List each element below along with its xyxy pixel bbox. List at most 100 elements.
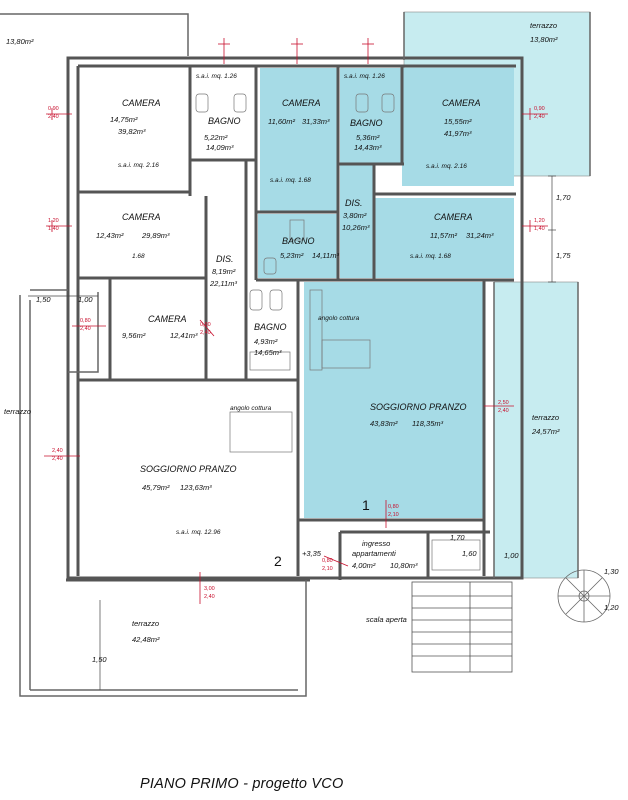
dim-150b: 1,50	[92, 655, 107, 664]
camera-e-sai: s.a.i. mq. 2.16	[426, 163, 467, 170]
room-soggiorno-b	[304, 282, 484, 518]
room-camera-e	[402, 68, 514, 186]
soggiorno-b-cottura: angolo cottura	[318, 315, 360, 322]
dim-100b: 1,00	[504, 551, 519, 560]
bagno-d-area: 5,23m²	[280, 251, 304, 260]
soggiorno-a-sai: s.a.i. mq. 12.96	[176, 529, 221, 536]
win-9a: 0,80	[388, 504, 399, 510]
terrazzo-b-area: 42,48m²	[132, 635, 160, 644]
camera-a-name: CAMERA	[122, 98, 161, 108]
terrazzo-tr-area: 13,80m²	[530, 35, 558, 44]
soggiorno-b-area: 43,83m²	[370, 419, 398, 428]
bagno-a-name: BAGNO	[208, 116, 241, 126]
win-6b: 2,40	[534, 114, 545, 120]
win-10a: 0,80	[322, 558, 333, 564]
camera-c-area: 9,56m²	[122, 331, 146, 340]
camera-e-area: 15,55m²	[444, 117, 472, 126]
terrace-right	[493, 281, 579, 579]
dis-b-name: DIS.	[345, 198, 363, 208]
camera-b-area: 12,43m²	[96, 231, 124, 240]
dis-a-area: 8,19m²	[212, 267, 236, 276]
terrazzo-r-area: 24,57m²	[531, 427, 560, 436]
stair-aperta	[411, 581, 513, 673]
win-8a: 2,50	[498, 400, 509, 406]
camera-d-name: CAMERA	[282, 98, 321, 108]
camera-d-sai: s.a.i. mq. 1.68	[270, 177, 311, 184]
dim-120: 1,20	[604, 603, 619, 612]
camera-e-volume: 41,97m³	[444, 129, 472, 138]
room-dis-b	[340, 164, 374, 278]
camera-a-volume: 39,82m³	[118, 127, 146, 136]
dim-170b: 1,70	[450, 533, 465, 542]
bagno-c-sai: s.a.i. mq. 1.26	[344, 73, 385, 80]
soggiorno-a-area: 45,79m²	[142, 483, 170, 492]
terrazzo-r-name: terrazzo	[532, 413, 559, 422]
soggiorno-a-name: SOGGIORNO PRANZO	[140, 464, 237, 474]
dimension-lines	[28, 175, 556, 690]
camera-d-volume: 31,33m³	[302, 117, 330, 126]
room-camera-f	[374, 198, 514, 278]
bagno-a-area: 5,22m²	[204, 133, 228, 142]
bagno-a-volume: 14,09m³	[206, 143, 234, 152]
camera-f-volume: 31,24m³	[466, 231, 494, 240]
room-bagno-c	[340, 68, 402, 164]
bagno-a-sai: s.a.i. mq. 1.26	[196, 73, 237, 80]
win-1b: 2,40	[48, 114, 59, 120]
dis-b-volume: 10,26m³	[342, 223, 370, 232]
camera-b-volume: 29,89m³	[141, 231, 170, 240]
dis-a-name: DIS.	[216, 254, 234, 264]
win-5a: 2,40	[52, 448, 63, 454]
win-9b: 2,10	[388, 512, 399, 518]
win-7b: 1,40	[534, 226, 545, 232]
dim-100a: 1,00	[78, 295, 93, 304]
win-11a: 3,00	[204, 586, 215, 592]
dim-175: 1,75	[556, 251, 571, 260]
camera-f-name: CAMERA	[434, 212, 473, 222]
win-10b: 2,10	[322, 566, 333, 572]
spiral-stair	[557, 569, 611, 623]
win-4a: 0,80	[200, 322, 211, 328]
bagno-b-area: 4,93m²	[254, 337, 278, 346]
bagno-d-name: BAGNO	[282, 236, 315, 246]
plan-title: PIANO PRIMO - progetto VCO	[140, 776, 344, 792]
ingresso-volume: 10,80m³	[390, 561, 418, 570]
camera-f-area: 11,57m²	[430, 231, 457, 240]
soggiorno-a-volume: 123,63m³	[180, 483, 212, 492]
dim-335: +3,35	[302, 549, 322, 558]
camera-a-sai: s.a.i. mq. 2.16	[118, 162, 159, 169]
bagno-c-area: 5,36m²	[356, 133, 380, 142]
ingresso-area: 4,00m²	[352, 561, 376, 570]
win-3a: 0,80	[80, 318, 91, 324]
win-2a: 1,20	[48, 218, 59, 224]
bagno-b-name: BAGNO	[254, 322, 287, 332]
bagno-b-volume: 14,65m³	[254, 348, 282, 357]
terrace-lines	[0, 12, 591, 697]
win-2b: 1,40	[48, 226, 59, 232]
camera-c-name: CAMERA	[148, 314, 187, 324]
win-5b: 2,40	[52, 456, 63, 462]
camera-d-area: 11,60m²	[268, 117, 295, 126]
win-11b: 2,40	[204, 594, 215, 600]
soggiorno-b-name: SOGGIORNO PRANZO	[370, 402, 467, 412]
soggiorno-b-volume: 118,35m³	[412, 419, 444, 428]
bagno-d-volume: 14,11m³	[312, 251, 339, 260]
dim-130: 1,30	[604, 567, 619, 576]
ingresso-name-2: appartamenti	[352, 549, 396, 558]
room-bagno-d	[258, 214, 338, 278]
dim-150a: 1,50	[36, 295, 51, 304]
win-8b: 2,40	[498, 408, 509, 414]
camera-e-name: CAMERA	[442, 98, 481, 108]
win-6a: 0,90	[534, 106, 545, 112]
apartment-2-label: 2	[274, 553, 282, 569]
camera-b-name: CAMERA	[122, 212, 161, 222]
camera-c-volume: 12,41m³	[170, 331, 198, 340]
ingresso-name-1: ingresso	[362, 539, 390, 548]
apartment-1-label: 1	[362, 497, 370, 513]
bagno-c-volume: 14,43m³	[354, 143, 382, 152]
terrazzo-b-name: terrazzo	[132, 619, 159, 628]
bagno-c-name: BAGNO	[350, 118, 383, 128]
terrazzo-tl-area: 13,80m²	[6, 37, 34, 46]
window-marks	[44, 38, 548, 604]
dim-160: 1,60	[462, 549, 477, 558]
